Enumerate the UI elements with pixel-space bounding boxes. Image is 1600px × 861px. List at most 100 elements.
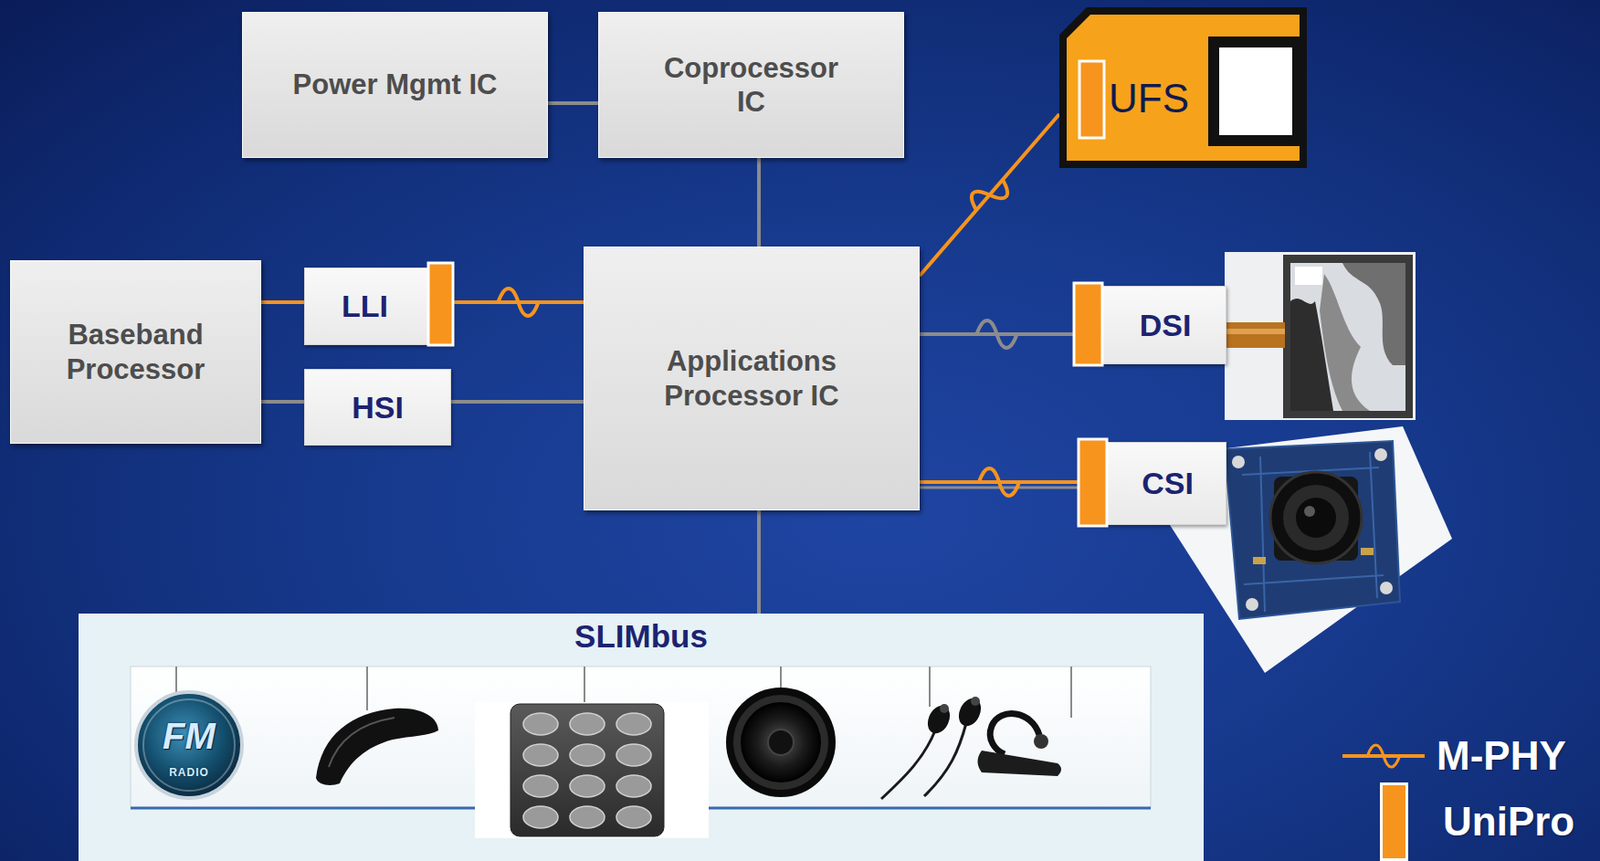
interface-box: LLI (304, 267, 453, 346)
node-text: Power Mgmt IC (293, 67, 498, 102)
headset-body (978, 750, 1063, 777)
earphone-cable (881, 730, 936, 800)
node-text: SLIMbus (574, 617, 708, 656)
earbud-tip (970, 696, 980, 706)
bus-band: SLIMbus (78, 613, 1204, 861)
card-outline (1059, 7, 1307, 169)
key (523, 775, 558, 798)
unipro-bars (428, 263, 1107, 527)
headset-hook (989, 714, 1040, 755)
connector (261, 400, 305, 404)
key (523, 806, 558, 829)
m-phy-wave (1367, 745, 1400, 768)
key (523, 713, 558, 736)
connector (451, 400, 584, 404)
speaker-cap (768, 729, 794, 756)
chip-box: Baseband Processor (10, 260, 262, 444)
interface-box: CSI (1078, 442, 1227, 526)
connectors (261, 103, 1079, 614)
legend-item: M-PHY (1342, 733, 1567, 779)
earbud (923, 702, 954, 737)
m-phy-wave (498, 288, 539, 316)
bus-drop (583, 666, 586, 705)
earbud-tip (939, 704, 949, 714)
m-phy-wave (978, 468, 1020, 496)
radio-brand: FM (162, 715, 216, 758)
mounting-hole (1379, 581, 1393, 595)
legend-text: M-PHY (1436, 733, 1567, 779)
fm-radio-icon (136, 692, 243, 799)
radio-disc (136, 692, 243, 799)
unipro-bar (428, 263, 453, 346)
card-window (1219, 47, 1293, 136)
device-strip-panel (130, 666, 1151, 809)
node-text: Baseband Processor (31, 317, 242, 386)
smd-part (1360, 547, 1374, 556)
key (616, 806, 652, 829)
keypad-body (510, 704, 664, 837)
connector (919, 114, 1060, 276)
m-phy-wave (966, 170, 1013, 220)
screen-foliage (1319, 273, 1370, 411)
radio-brand-sub: RADIO (168, 766, 210, 779)
node-text: DSI (1139, 306, 1192, 345)
mounting-hole (1231, 455, 1245, 469)
connector (757, 510, 761, 614)
ribbon-cable (1226, 322, 1285, 348)
chip-box: Power Mgmt IC (242, 11, 548, 158)
key (569, 713, 605, 736)
display-frame (1283, 254, 1413, 419)
bus-drop (366, 666, 369, 711)
earbud (954, 694, 985, 730)
ribbon-highlight (1226, 328, 1285, 335)
key (616, 744, 652, 767)
speaker-icon (726, 687, 836, 798)
speaker-rim (726, 687, 836, 798)
node-text: Applications Processor IC (646, 344, 857, 412)
unipro-bar (1078, 439, 1107, 527)
headset-icon (978, 714, 1063, 777)
bus-drop (779, 666, 782, 688)
display-picture (1224, 252, 1416, 421)
key (569, 744, 605, 767)
bus-drops (176, 666, 1072, 718)
pcb-traces (1242, 452, 1384, 612)
radio-ring (143, 699, 235, 791)
bus-drop (928, 666, 931, 707)
mouse-highlight (328, 717, 395, 768)
node-text: Coprocessor IC (655, 51, 848, 119)
speaker-cone (740, 702, 822, 783)
mounting-hole (1245, 598, 1259, 611)
keypad-keys (523, 713, 652, 829)
headset-bud (1033, 734, 1049, 749)
connector (757, 157, 761, 247)
keypad-icon (474, 702, 709, 839)
legend-text: UniPro (1442, 799, 1575, 845)
ufs-card: UFS (1059, 7, 1307, 169)
mounting-hole (1374, 448, 1388, 462)
lens-barrel (1270, 472, 1362, 564)
card-window-frame (1208, 36, 1300, 147)
legend-item: UniPro (1379, 782, 1575, 861)
keypad-backdrop (474, 702, 709, 839)
speaker-surround (733, 694, 829, 790)
smd-part (1252, 557, 1266, 565)
bus-drop (175, 666, 178, 693)
node-text: CSI (1141, 464, 1194, 503)
device-strip-rule (130, 807, 1151, 811)
device-strip (130, 666, 1151, 809)
m-phy-wave (977, 320, 1018, 348)
node-text: LLI (341, 287, 389, 326)
legend-line-sample (1342, 737, 1425, 775)
node-text: UFS (1108, 74, 1190, 124)
lens-ring (1283, 484, 1349, 551)
earphone-cable (924, 723, 967, 797)
key (569, 806, 605, 829)
key (523, 744, 558, 767)
unipro-bar (1073, 283, 1103, 366)
key (616, 775, 652, 798)
screen-sky (1294, 266, 1323, 285)
bus-drop (1070, 666, 1073, 718)
